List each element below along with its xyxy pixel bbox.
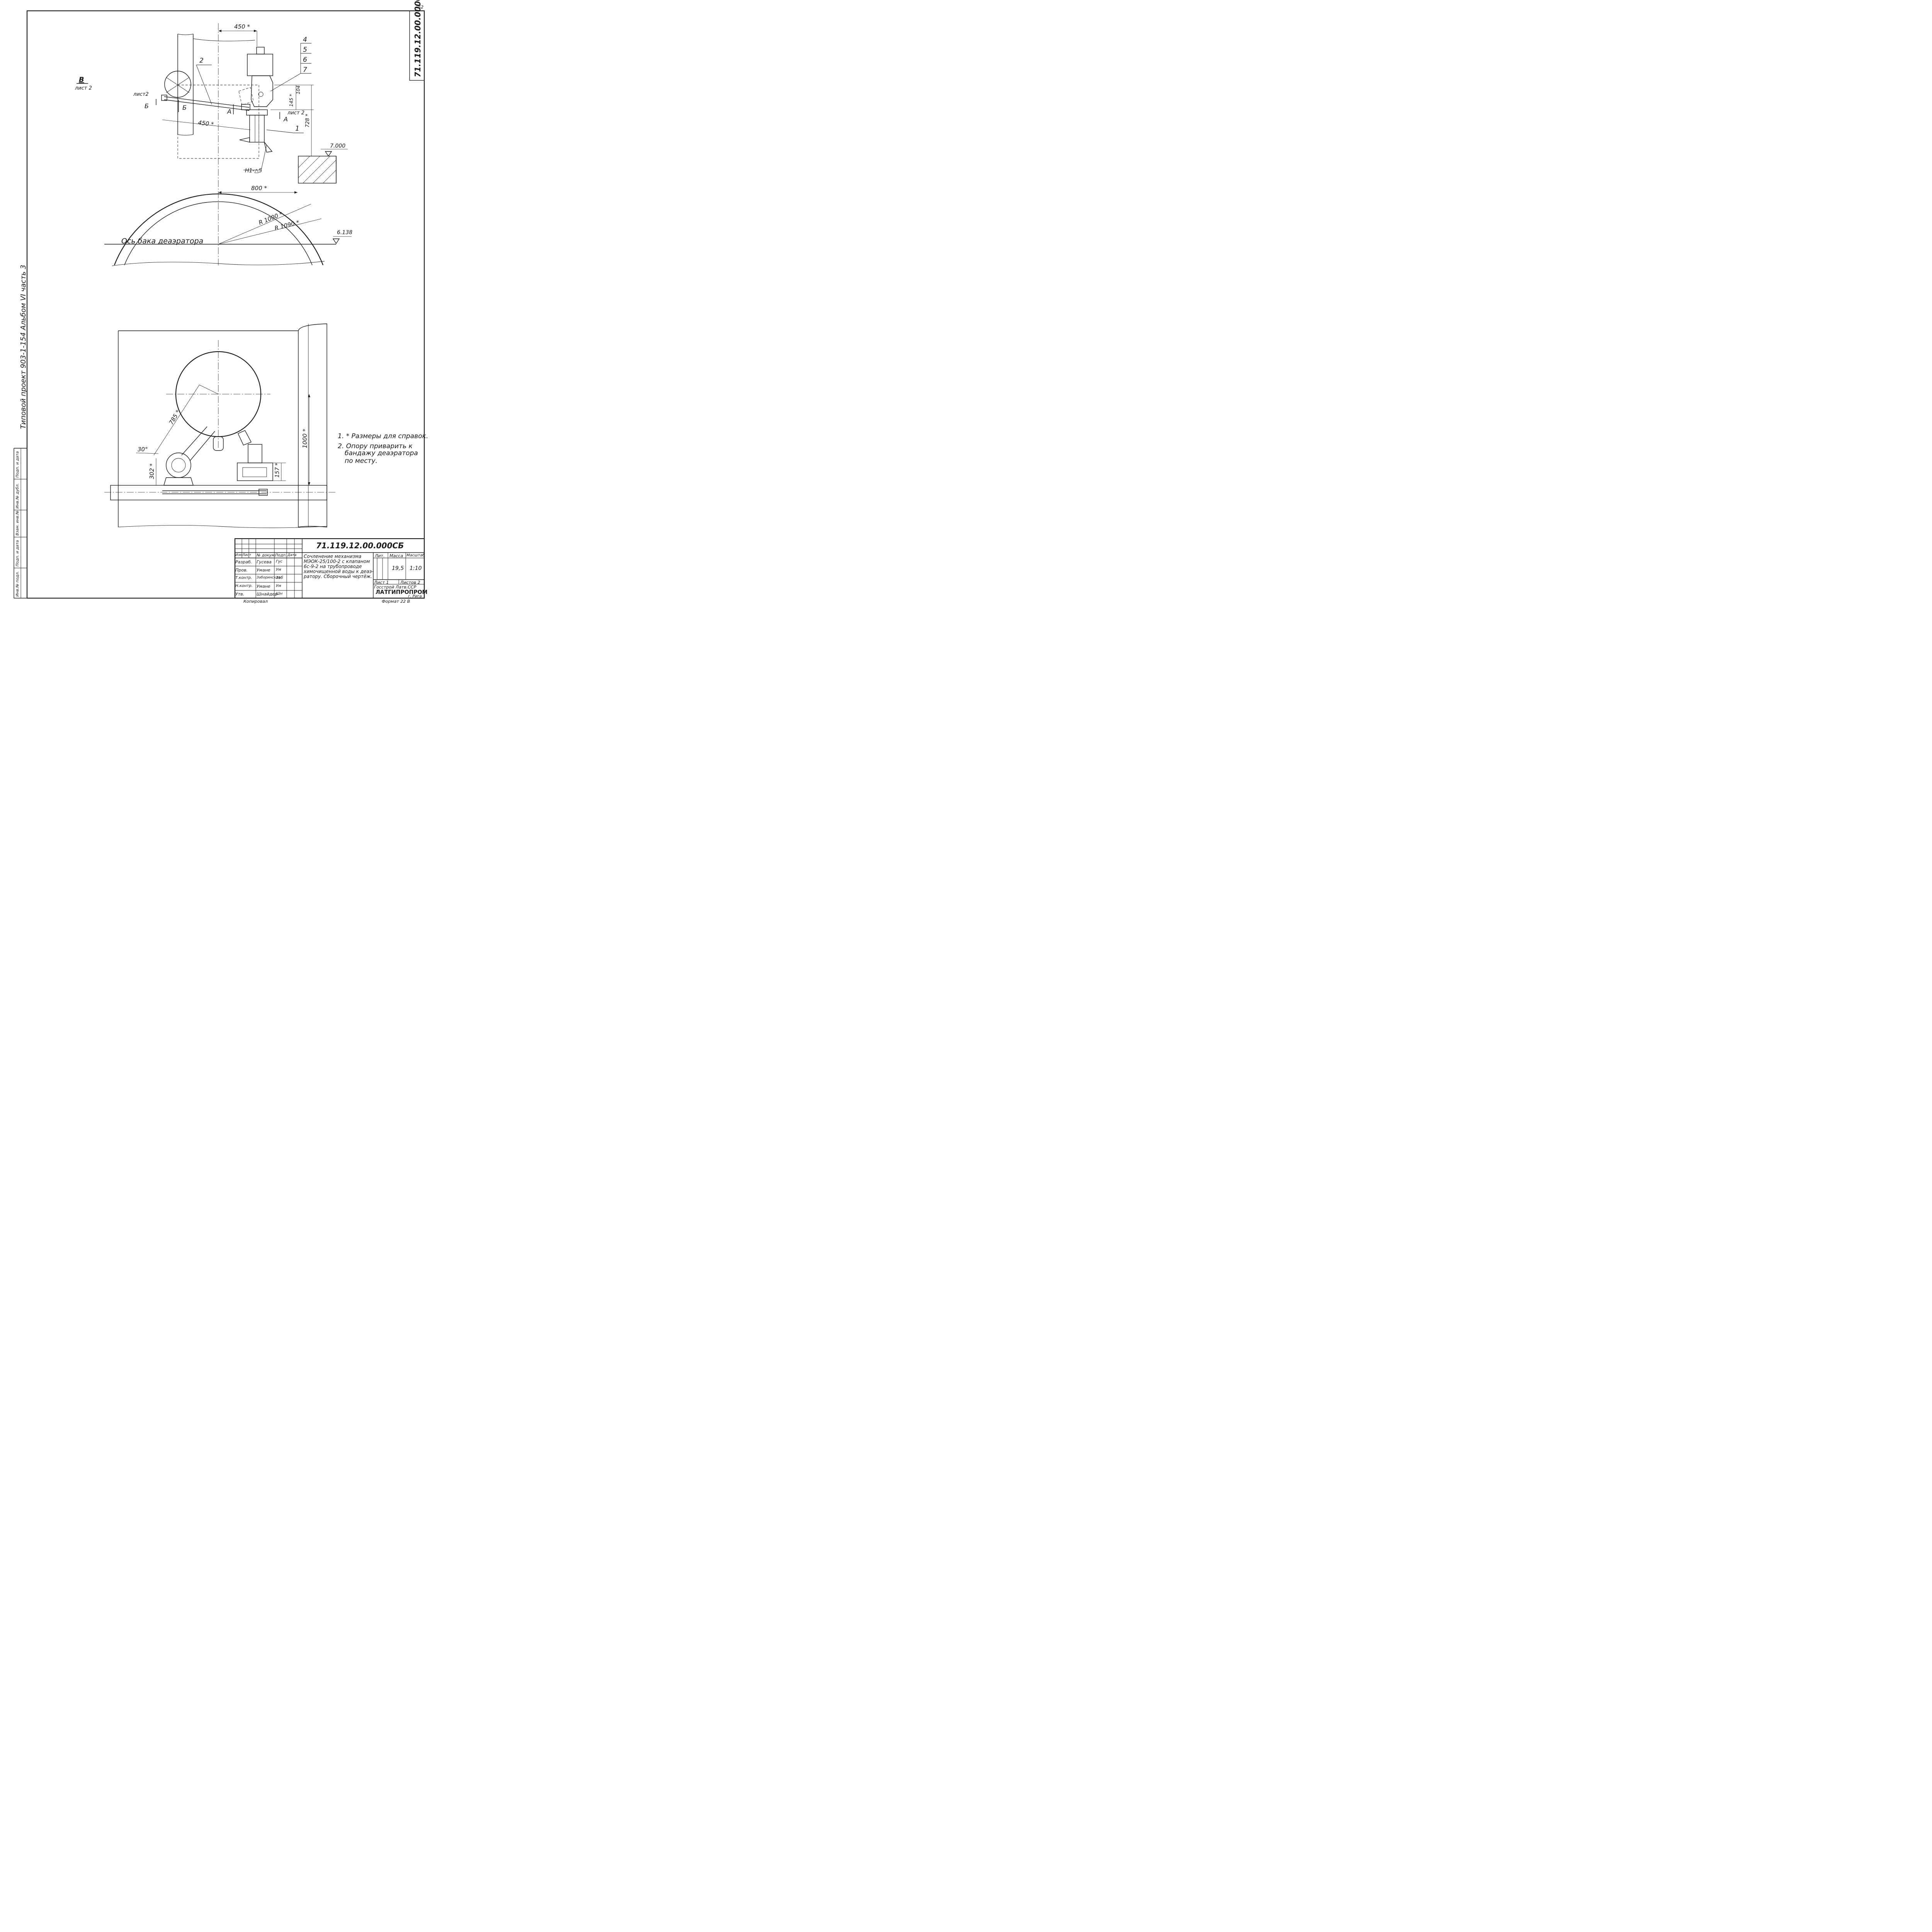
dim-145: 145 * [289, 94, 294, 107]
view-sheet: лист 2 [75, 85, 92, 91]
elevation-top: 7.000 [330, 143, 345, 149]
org-line-3: г. Рига [408, 594, 422, 599]
deaerator-shell-inner [124, 201, 313, 265]
lit-label: Лит. [375, 553, 385, 558]
org-line-1: Госстрой Латв.ССР [374, 585, 417, 590]
note-4: по месту. [345, 457, 378, 465]
note-3: бандажу деаэратора [345, 449, 418, 457]
dim-728: 728 * [305, 114, 311, 128]
doc-number-box [409, 10, 425, 81]
hatched-wall [298, 156, 337, 184]
doc-number-vertical: 71.119.12.00.000СБ [413, 0, 422, 77]
role-2-sign: Ум [276, 568, 281, 572]
role-5-name: Шнайдер [257, 592, 278, 597]
sheet-number: Лист 1 [374, 580, 389, 585]
strip-cell-1: Подп. и дата [15, 451, 20, 478]
weld-mark: Н1-△5 [245, 168, 262, 174]
dim-104: 104 [296, 85, 301, 94]
dim-785: 785 * [168, 408, 182, 426]
header-date: Дата [287, 553, 297, 557]
role-4-name: Умане [257, 584, 270, 589]
role-1-sign: Гус [276, 560, 282, 564]
strip-cell-2: Инв.№ дубл. [15, 483, 20, 509]
format-label: Формат 22 В [382, 599, 410, 604]
deaerator-shell-outer [114, 193, 324, 265]
note-1: 1. * Размеры для справок. [338, 432, 428, 440]
role-1-name: Гусева [257, 560, 272, 565]
org-line-2: ЛАТГИПРОПРОМ [376, 589, 428, 595]
title-name-line-4: химочищенной воды к деаэ- [304, 569, 374, 574]
section-b-right: Б [182, 104, 187, 111]
role-3: Т.контр. [235, 576, 252, 580]
mass-label: Масса [389, 553, 403, 558]
callout-5: 5 [303, 46, 307, 54]
role-3-sign: Заб [276, 576, 283, 580]
dim-1000: 1000 * [301, 429, 308, 448]
mass-value: 19,5 [392, 565, 404, 571]
section-a-left: А [227, 108, 231, 115]
strip-cell-3: Взам. инв.№ [15, 510, 20, 536]
section-b-left: Б [145, 102, 149, 110]
role-2: Пров. [235, 568, 248, 573]
role-5-sign: Шн [276, 592, 283, 596]
technical-drawing: 71.119.12.00.000СБ 52 [14, 0, 428, 599]
note-2: 2. Опору приварить к [338, 442, 413, 450]
callout-2: 2 [199, 57, 204, 65]
sheets-count: Листов 2 [400, 580, 420, 585]
section-sheet-right: лист 2 [287, 110, 304, 116]
callout-7: 7 [303, 66, 307, 74]
role-2-name: Умане [257, 568, 270, 573]
copied-label: Копировал [243, 599, 268, 604]
dim-450-link: 450 * [198, 119, 214, 128]
callout-4: 4 [303, 36, 307, 44]
dim-30: 30° [138, 446, 148, 453]
role-5: Утв. [235, 592, 245, 597]
title-block [234, 538, 425, 599]
dim-800: 800 * [251, 185, 267, 192]
title-code: 71.119.12.00.000СБ [316, 541, 404, 550]
outer-frame [26, 10, 425, 599]
album-vertical-text: Типовой проект 903-1-154 Альбом VI часть… [19, 265, 27, 429]
section-a-right: А [283, 116, 288, 123]
title-name-line-3: 6с-9-2 на трубопроводе [304, 564, 362, 569]
corner-sheet-mark: 52 [418, 5, 423, 10]
strip-cell-4: Подп. и дата [15, 540, 20, 566]
scale-value: 1:10 [410, 565, 422, 571]
strip-cell-5: Инв.№ подл. [15, 571, 20, 597]
dim-157: 157 * [274, 463, 281, 478]
deaerator-axis-label: Ось бака деаэратора [121, 237, 203, 245]
role-3-name: Заборинская [257, 576, 281, 580]
view-label: В [79, 76, 84, 84]
scale-label: Масштаб [406, 553, 425, 558]
role-4: Н.контр. [235, 584, 253, 588]
elevation-axis: 6.138 [337, 230, 352, 236]
title-name-line-2: МЭОК-25/100-2 с клапаном [304, 559, 370, 564]
header-izm: Изм [235, 553, 243, 557]
dim-450-top: 450 * [234, 23, 250, 30]
header-doc: № докум. [257, 553, 276, 558]
section-sheet-left: лист2 [133, 92, 149, 97]
header-sign: Подп. [275, 553, 287, 558]
title-name-line-1: Сочленение механизма [304, 554, 362, 559]
role-4-sign: Ум [276, 584, 281, 588]
callout-1: 1 [295, 125, 299, 133]
role-1: Разраб. [235, 560, 252, 565]
drawing-sheet: 71.119.12.00.000СБ 52 [0, 0, 439, 604]
callout-6: 6 [303, 56, 307, 64]
dim-302: 302 * [148, 463, 155, 479]
header-list: Лист [242, 553, 251, 557]
title-name-line-5: ратору. Сборочный чертёж. [304, 574, 372, 579]
